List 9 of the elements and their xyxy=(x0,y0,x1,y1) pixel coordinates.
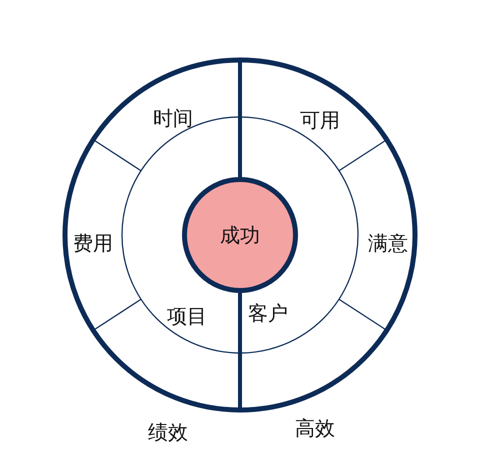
center-label: 成功 xyxy=(220,222,260,248)
segment-label: 客户 xyxy=(248,302,288,324)
segment-label: 高效 xyxy=(295,417,335,439)
segment-label: 可用 xyxy=(300,109,340,131)
segment-label: 项目 xyxy=(167,305,207,327)
segment-label: 费用 xyxy=(73,232,113,254)
segment-label: 绩效 xyxy=(148,421,188,443)
segment-label: 满意 xyxy=(368,232,408,254)
segment-label: 时间 xyxy=(153,107,193,129)
